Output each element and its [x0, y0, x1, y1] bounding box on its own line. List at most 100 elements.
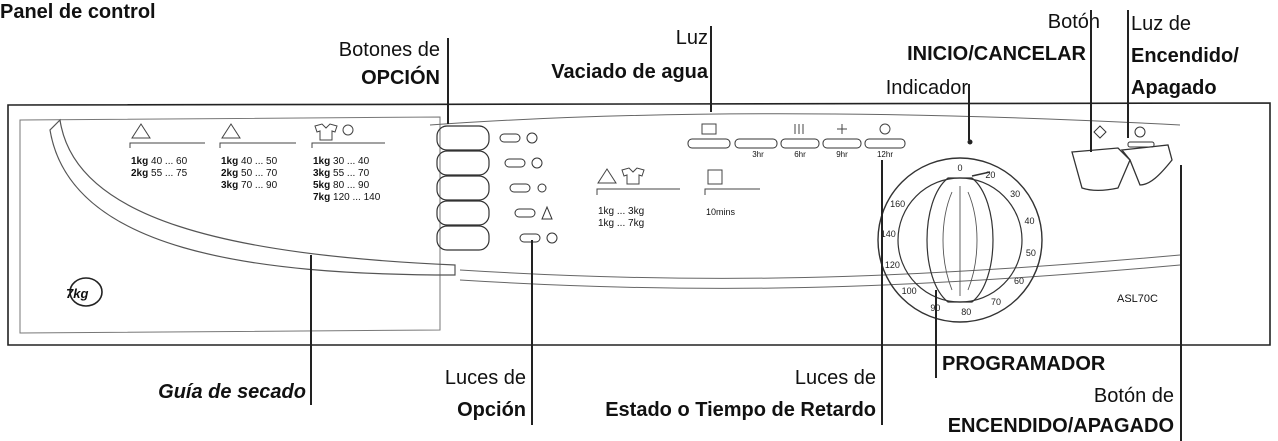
programmer-caption: PROGRAMADOR: [942, 353, 1106, 375]
leader-line: [447, 38, 449, 124]
shirt-icon: [621, 167, 645, 185]
option-button-5[interactable]: [436, 225, 490, 251]
drying-guide-range: 80 ... 90: [333, 180, 370, 191]
start-button-caption-2: INICIO/CANCELAR: [907, 43, 1086, 65]
power-light-caption-1: Luz de: [1131, 13, 1192, 35]
option-light-5: [519, 233, 541, 243]
option-button-2[interactable]: [436, 150, 490, 176]
status-light-9hr: [822, 138, 862, 149]
heat-icon: [794, 124, 804, 134]
indicator-light: [967, 139, 973, 145]
programmer-dial[interactable]: [877, 157, 1043, 323]
timer-icon: [546, 232, 558, 244]
model-label: ASL70C: [1117, 293, 1158, 305]
option-lights-group: [499, 132, 558, 244]
status-label-9hr: 9hr: [836, 150, 848, 159]
dial-mark: 50: [1025, 247, 1036, 258]
option-button-3[interactable]: [436, 175, 490, 201]
timer-icon: [879, 123, 891, 135]
option-buttons-group: [436, 125, 490, 251]
shirt-icon: [314, 123, 338, 141]
capacity-badge: [69, 277, 103, 307]
dial-mark: 70: [990, 297, 1001, 308]
drying-guide-row: 5kg 80 ... 90: [313, 180, 369, 192]
bell-icon: [541, 205, 553, 220]
drying-guide-weight: 7kg: [313, 192, 334, 203]
drying-guide-range: 120 ... 140: [333, 192, 381, 203]
drying-guide-row: 7kg 120 ... 140: [313, 192, 380, 204]
triangle-icon: [221, 123, 241, 139]
drying-guide-row: 1kg 40 ... 60: [131, 156, 187, 168]
status-lights-group: [687, 123, 906, 149]
leader-line: [968, 84, 970, 140]
dial-mark: 100: [901, 285, 917, 296]
dial-mark: 30: [1010, 188, 1021, 199]
status-lights-caption-2: Estado o Tiempo de Retardo: [605, 399, 876, 421]
capacity-badge-text: 7kg: [66, 286, 89, 301]
drying-guide-weight: 1kg: [221, 156, 242, 167]
drying-guide-weight: 5kg: [313, 180, 334, 191]
drain-light-caption-1: Luz: [675, 27, 708, 49]
drying-guide-weight: 3kg: [313, 168, 334, 179]
mid-guide: 1kg ... 3kg 1kg ... 7kg: [598, 206, 644, 230]
option-buttons-caption-1: Botones de: [338, 39, 440, 61]
leader-line: [1090, 10, 1092, 152]
sun-icon: [342, 124, 354, 136]
leader-line: [1127, 10, 1129, 138]
drain-light-caption-2: Vaciado de agua: [551, 61, 708, 83]
option-button-1[interactable]: [436, 125, 490, 151]
drying-guide-range: 55 ... 75: [151, 168, 188, 179]
indicator-caption: Indicador: [885, 77, 968, 99]
drying-guide-weight: 1kg: [131, 156, 152, 167]
drying-guide-weight: 1kg: [313, 156, 334, 167]
power-button[interactable]: [1120, 144, 1173, 186]
option-light-1: [499, 133, 521, 143]
drying-guide-row: 3kg 55 ... 70: [313, 168, 369, 180]
option-button-4[interactable]: [436, 200, 490, 226]
option-buttons-caption-2: OPCIÓN: [361, 67, 440, 89]
drying-guide-range: 40 ... 50: [241, 156, 278, 167]
drain-light: [687, 138, 731, 149]
drying-guide-range: 50 ... 70: [241, 168, 278, 179]
power-light-caption-3: Apagado: [1131, 77, 1217, 99]
dial-mark: 160: [890, 199, 906, 209]
drain-icon: [701, 123, 717, 135]
drying-guide-row: 2kg 55 ... 75: [131, 168, 187, 180]
drying-guide-weight: 2kg: [131, 168, 152, 179]
start-cancel-button[interactable]: [1071, 147, 1131, 191]
option-light-4: [514, 208, 536, 218]
power-button-caption-1: Botón de: [1093, 385, 1174, 407]
option-light-2: [504, 158, 526, 168]
wardrobe-icon: [707, 169, 723, 185]
drying-guide-range: 70 ... 90: [241, 180, 278, 191]
drying-guide-range: 40 ... 60: [151, 156, 188, 167]
start-icon: [1093, 125, 1107, 139]
dial-mark: 120: [884, 259, 900, 270]
status-label-3hr: 3hr: [752, 150, 764, 159]
leader-line: [881, 160, 883, 425]
timer-text: 10mins: [706, 207, 736, 217]
crease-icon: [531, 157, 543, 169]
clock-icon: [526, 132, 538, 144]
dial-mark: 80: [961, 306, 972, 317]
mid-guide-row: 1kg ... 3kg: [598, 206, 645, 217]
status-light-12hr: [864, 138, 906, 149]
power-light-caption-2: Encendido/: [1131, 45, 1239, 67]
triangle-icon: [597, 168, 617, 184]
dial-mark: 0: [957, 163, 963, 173]
drying-guide-weight: 3kg: [221, 180, 242, 191]
power-light: [1127, 141, 1155, 148]
status-light-6hr: [780, 138, 820, 149]
status-light-3hr: [734, 138, 778, 149]
status-label-6hr: 6hr: [794, 150, 806, 159]
status-label-12hr: 12hr: [876, 150, 893, 159]
plus-icon: [837, 124, 847, 134]
mid-guide-row: 1kg ... 7kg: [598, 218, 645, 229]
option-light-3: [509, 183, 531, 193]
leader-line: [531, 240, 533, 425]
dial-mark: 40: [1024, 216, 1035, 227]
leader-line: [935, 290, 937, 378]
start-button-caption-1: Botón: [1047, 11, 1100, 33]
option-lights-caption-2: Opción: [457, 399, 526, 421]
